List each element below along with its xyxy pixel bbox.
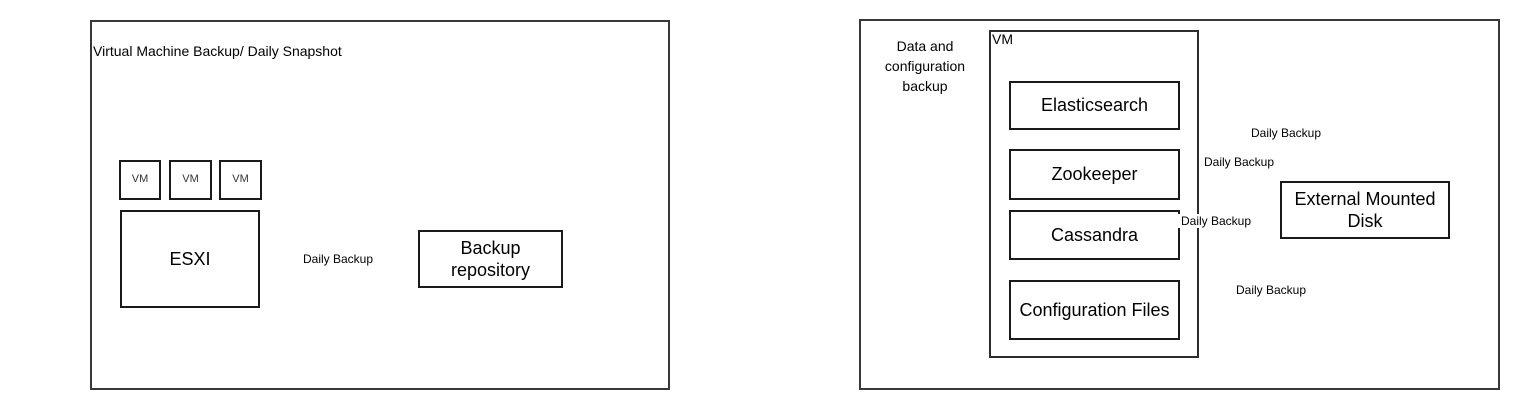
edge-label-esxi-daily-backup: Daily Backup bbox=[299, 252, 377, 266]
node-vm-1-label: VM bbox=[131, 173, 149, 186]
edge-label-elasticsearch-daily-backup: Daily Backup bbox=[1247, 126, 1325, 140]
node-esxi-label: ESXI bbox=[169, 248, 211, 269]
node-zookeeper: Zookeeper bbox=[1009, 149, 1180, 200]
node-external-mounted-disk: External Mounted Disk bbox=[1280, 181, 1450, 239]
node-cassandra-label: Cassandra bbox=[1050, 224, 1139, 245]
node-configuration-files-label: Configuration Files bbox=[1019, 299, 1170, 320]
edge-label-configuration-files-daily-backup: Daily Backup bbox=[1232, 283, 1310, 297]
vm-backup-panel bbox=[90, 20, 670, 390]
node-vm-1: VM bbox=[119, 160, 161, 200]
node-cassandra: Cassandra bbox=[1009, 210, 1180, 260]
edge-label-zookeeper-daily-backup: Daily Backup bbox=[1201, 155, 1278, 169]
node-backup-repository: Backup repository bbox=[418, 230, 563, 288]
node-vm-2-label: VM bbox=[182, 173, 199, 186]
node-elasticsearch: Elasticsearch bbox=[1009, 81, 1180, 130]
node-esxi: ESXI bbox=[120, 210, 260, 308]
node-vm-container-label: VM bbox=[992, 31, 1013, 47]
node-configuration-files: Configuration Files bbox=[1009, 280, 1180, 340]
node-vm-3: VM bbox=[219, 160, 262, 200]
data-backup-panel-title: Data and configuration backup bbox=[884, 38, 966, 94]
node-vm-2: VM bbox=[169, 160, 212, 200]
edge-label-cassandra-daily-backup: Daily Backup bbox=[1178, 214, 1255, 228]
node-elasticsearch-label: Elasticsearch bbox=[1040, 95, 1149, 116]
vm-backup-panel-title: Virtual Machine Backup/ Daily Snapshot bbox=[93, 43, 342, 59]
node-external-mounted-disk-label: External Mounted Disk bbox=[1294, 188, 1436, 232]
node-zookeeper-label: Zookeeper bbox=[1051, 164, 1138, 185]
node-backup-repository-label: Backup repository bbox=[450, 237, 531, 281]
node-vm-3-label: VM bbox=[232, 173, 249, 186]
